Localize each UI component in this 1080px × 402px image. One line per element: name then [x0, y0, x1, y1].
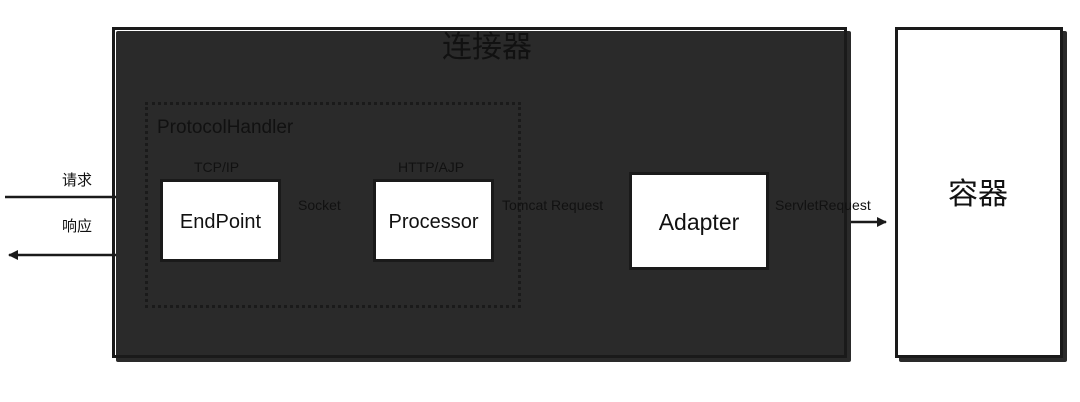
servlet-request-label: ServletRequest [775, 197, 871, 213]
processor-protocol-label: HTTP/AJP [398, 159, 465, 175]
adapter-label: Adapter [658, 209, 740, 235]
response-label: 响应 [62, 217, 93, 235]
socket-label: Socket [298, 197, 341, 213]
tomcat-request-label: Tomcat Request [502, 197, 604, 213]
processor-box [373, 179, 494, 262]
connector-box [112, 27, 847, 358]
connector-title: 连接器 [442, 30, 532, 65]
endpoint-label: EndPoint [179, 211, 262, 233]
endpoint-protocol-label: TCP/IP [194, 159, 240, 175]
container-title: 容器 [948, 177, 1008, 212]
protocol-handler-title: ProtocolHandler [157, 117, 294, 138]
request-label: 请求 [62, 171, 93, 189]
endpoint-box [160, 179, 281, 262]
adapter-box [629, 172, 769, 270]
processor-label: Processor [388, 211, 479, 233]
protocol-handler-box [145, 102, 521, 308]
container-box [895, 27, 1063, 358]
